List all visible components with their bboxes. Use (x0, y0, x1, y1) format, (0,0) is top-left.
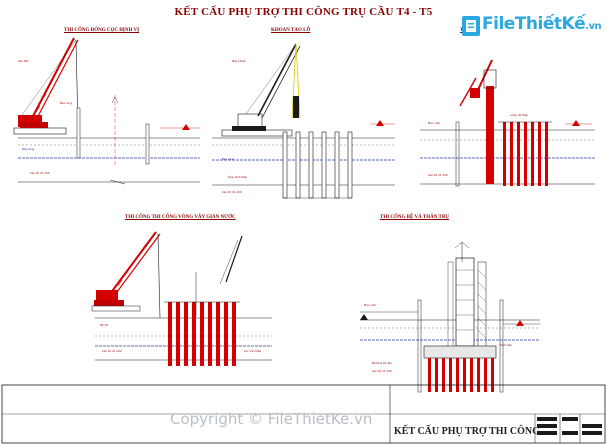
svg-text:Cao độ ±1.100: Cao độ ±1.100 (30, 171, 50, 175)
pile-group-5 (428, 358, 494, 392)
panel-3-drawing: Mực nước Cao độ ±1.100 Lồng cốt thép (420, 59, 595, 187)
svg-text:Cẩu 50T: Cẩu 50T (18, 58, 29, 63)
panel-heading-1: THI CÔNG ĐÓNG CỌC ĐỊNH VỊ (64, 28, 140, 33)
titleblock-title: KẾT CẤU PHỤ TRỢ THI CÔNG (394, 426, 540, 437)
watermark: Copyright © FileThietKe.vn (170, 410, 373, 428)
casing-group-2 (282, 131, 353, 199)
svg-text:Cao độ ±1.100: Cao độ ±1.100 (222, 190, 242, 194)
svg-text:Đáy sông: Đáy sông (22, 147, 35, 151)
panel-5-drawing: Mực nước Bê tông bịt đáy Cao độ ±1.100 D… (360, 241, 540, 393)
sheet-pile-group-3 (498, 121, 552, 186)
svg-text:Cọc ván thép: Cọc ván thép (244, 349, 261, 353)
svg-text:Dầm kép: Dầm kép (500, 343, 512, 347)
panel-1-drawing: Cẩu 50T Búa rung Đáy sông Cao độ ±1.100 (13, 37, 200, 185)
svg-text:Đáy sông: Đáy sông (222, 157, 235, 161)
svg-text:Búa rung: Búa rung (60, 101, 72, 105)
panel-heading-2: KHOAN TẠO LỖ (271, 28, 311, 33)
svg-text:Cao độ ±1.100: Cao độ ±1.100 (428, 173, 448, 177)
title-block (1, 384, 606, 444)
svg-text:Bê tông bịt đáy: Bê tông bịt đáy (372, 361, 392, 365)
drawing-title: KẾT CẤU PHỤ TRỢ THI CÔNG TRỤ CẦU T4 - T5 (174, 6, 433, 18)
panel-heading-4: THI CÔNG THI CÔNG VÒNG VÂY GIẢN NƯỚC (125, 215, 236, 220)
svg-text:Bệ nổi: Bệ nổi (100, 322, 108, 327)
svg-text:Máy khoan: Máy khoan (232, 59, 247, 63)
svg-text:Cao độ ±1.100: Cao độ ±1.100 (372, 369, 392, 373)
logo-suffix: Kế (561, 14, 586, 34)
cofferdam-group-4 (164, 301, 240, 366)
svg-text:Ống vách thép: Ống vách thép (228, 174, 247, 179)
site-logo: FileThiếtKế.vn (482, 14, 602, 34)
svg-text:Mực nước: Mực nước (364, 303, 377, 307)
svg-text:Cao độ ±1.100: Cao độ ±1.100 (102, 349, 122, 353)
svg-text:Lồng cốt thép: Lồng cốt thép (510, 113, 528, 117)
logo-text: FileThiết (482, 14, 562, 34)
logo-domain: .vn (585, 21, 602, 32)
panel-4-drawing: Bệ nổi Cao độ ±1.100 Cọc ván thép (91, 231, 272, 366)
svg-text:Mực nước: Mực nước (428, 121, 441, 125)
logo-icon (462, 16, 480, 36)
panel-heading-5: THI CÔNG BỆ VÀ THÂN TRỤ (380, 215, 450, 220)
panel-2-drawing: Máy khoan Đáy sông Ống vách thép Cao độ … (212, 43, 395, 199)
